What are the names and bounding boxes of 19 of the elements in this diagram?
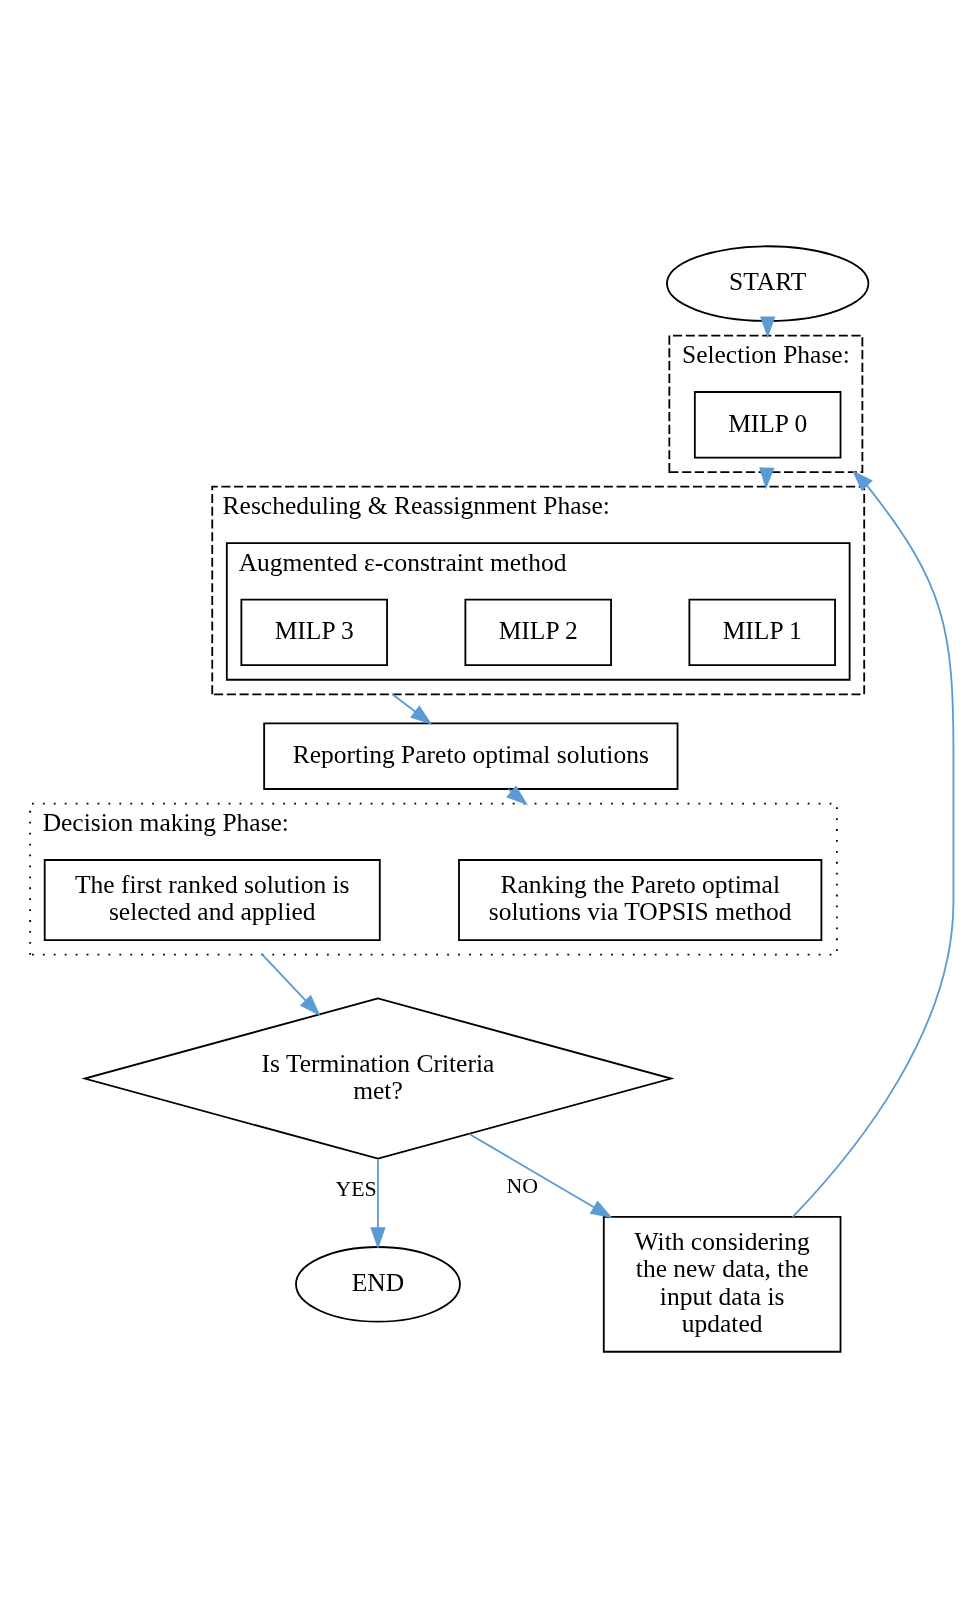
- arrow: [760, 316, 776, 339]
- node-box: With considering the new data, the input data is updated: [602, 1216, 842, 1353]
- arrow: [370, 1158, 386, 1250]
- edge-label: NO: [506, 1173, 539, 1198]
- arrow: [391, 693, 433, 725]
- node-box: MILP 2: [464, 598, 612, 667]
- edge-label: YES: [335, 1177, 377, 1202]
- node-box: MILP 1: [688, 598, 836, 667]
- arrow: [791, 470, 955, 1218]
- node-box: Reporting Pareto optimal solutions: [263, 722, 679, 790]
- node-diamond: Is Termination Criteria met?: [81, 997, 675, 1160]
- node-box: The first ranked solution is selected and applied: [43, 859, 381, 942]
- arrow: [261, 953, 321, 1016]
- node-box: Ranking the Pareto optimal solutions via TOPSIS method: [458, 859, 823, 942]
- node-box: MILP 0: [693, 391, 842, 459]
- arrow: [759, 467, 775, 490]
- arrow: [468, 1133, 613, 1219]
- node-box: MILP 3: [240, 598, 388, 667]
- node-ellipse: END: [295, 1246, 461, 1323]
